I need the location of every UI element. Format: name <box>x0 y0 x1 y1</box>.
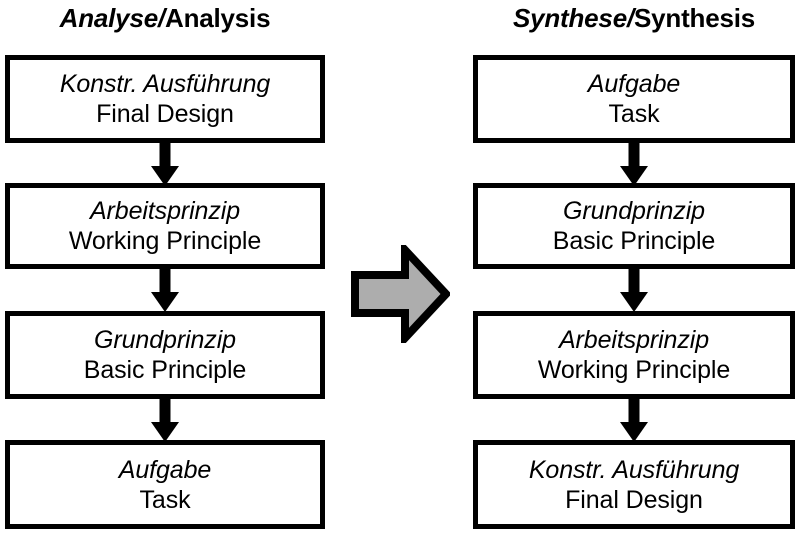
arrow-head <box>620 166 648 186</box>
column-header-synthesis: Synthese/Synthesis <box>473 1 795 35</box>
arrow-shaft <box>628 398 640 424</box>
process-box-label-english: Working Principle <box>68 227 262 255</box>
arrow-head <box>620 422 648 442</box>
arrow-head <box>151 422 179 442</box>
process-box-synthesis-2: Grundprinzip Basic Principle <box>473 183 795 269</box>
process-box-analysis-4: Aufgabe Task <box>5 440 325 529</box>
column-header-analysis: Analyse/Analysis <box>5 1 325 35</box>
process-box-label-german: Arbeitsprinzip <box>558 326 710 354</box>
process-box-label-german: Aufgabe <box>118 455 212 484</box>
column-header-analysis-english: Analysis <box>165 3 271 33</box>
flow-arrow-down-icon <box>614 268 654 312</box>
process-box-label-english: Working Principle <box>537 356 731 384</box>
arrow-head <box>620 292 648 312</box>
transition-arrow-right-icon <box>350 245 450 343</box>
process-box-label-german: Konstr. Ausführung <box>528 455 740 484</box>
process-box-label-german: Konstr. Ausführung <box>59 70 271 98</box>
process-box-label-german: Grundprinzip <box>563 197 705 225</box>
process-box-label-english: Final Design <box>96 100 234 128</box>
arrow-head <box>151 166 179 186</box>
process-box-label-english: Task <box>139 485 191 514</box>
arrow-shaft <box>159 398 171 424</box>
process-box-label-english: Basic Principle <box>83 356 247 384</box>
arrow-shaft <box>628 142 640 168</box>
process-box-label-german: Arbeitsprinzip <box>89 197 241 225</box>
process-box-label-german: Aufgabe <box>587 70 681 98</box>
process-box-label-german: Grundprinzip <box>94 326 236 354</box>
process-box-analysis-2: Arbeitsprinzip Working Principle <box>5 183 325 269</box>
process-box-synthesis-1: Aufgabe Task <box>473 55 795 143</box>
arrow-shaft <box>159 142 171 168</box>
process-box-analysis-1: Konstr. Ausführung Final Design <box>5 55 325 143</box>
block-arrow-polygon <box>351 245 450 343</box>
process-box-label-english: Final Design <box>565 485 703 514</box>
flow-arrow-down-icon <box>145 142 185 186</box>
column-header-synthesis-separator: / <box>626 3 634 33</box>
flow-arrow-down-icon <box>145 268 185 312</box>
arrow-shaft <box>159 268 171 294</box>
process-box-label-english: Basic Principle <box>552 227 716 255</box>
process-box-synthesis-4: Konstr. Ausführung Final Design <box>473 440 795 529</box>
column-header-analysis-separator: / <box>157 3 165 33</box>
arrow-head <box>151 292 179 312</box>
arrow-shaft <box>628 268 640 294</box>
process-box-analysis-3: Grundprinzip Basic Principle <box>5 311 325 399</box>
process-box-synthesis-3: Arbeitsprinzip Working Principle <box>473 311 795 399</box>
column-header-synthesis-german: Synthese <box>512 3 627 33</box>
column-header-analysis-german: Analyse <box>59 3 159 33</box>
transition-arrow-shape <box>351 245 450 343</box>
process-box-label-english: Task <box>608 100 660 128</box>
flow-arrow-down-icon <box>614 142 654 186</box>
flow-arrow-down-icon <box>145 398 185 442</box>
flow-arrow-down-icon <box>614 398 654 442</box>
column-header-synthesis-english: Synthesis <box>634 3 756 33</box>
